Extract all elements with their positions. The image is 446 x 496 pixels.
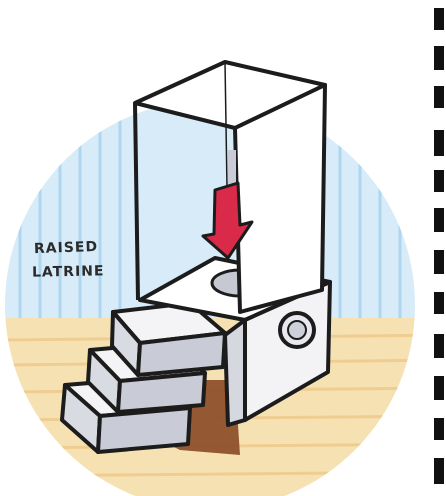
red-down-arrow-icon [201,181,254,260]
page-edge-dashes [434,8,444,484]
annotation-label-line-2: LATRINE [31,263,105,281]
annotation-label-line-1: RAISED [33,238,99,258]
stairs [60,301,227,454]
round-vent-icon [278,311,316,349]
superstructure [133,60,327,314]
